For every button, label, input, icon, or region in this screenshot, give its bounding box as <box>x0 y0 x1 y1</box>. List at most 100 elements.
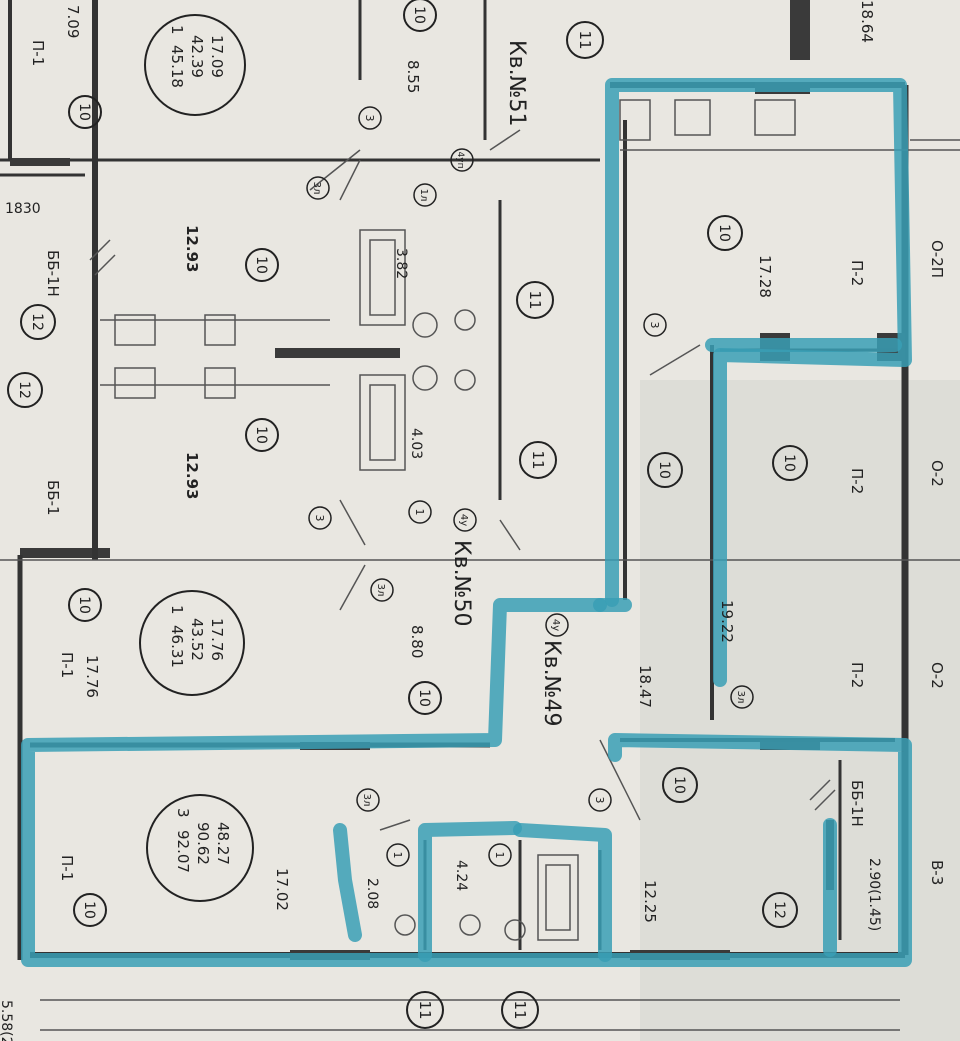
marker-label: 4уп <box>455 152 465 169</box>
marker-label: 10 <box>671 776 687 794</box>
room-area: 12.93 <box>183 225 201 272</box>
marker-label: 12 <box>771 901 787 919</box>
marker-label: 11 <box>576 30 594 49</box>
summary-total: 43.52 <box>188 618 206 661</box>
marker-circle <box>306 176 330 200</box>
marker-label: 10 <box>411 6 427 24</box>
marker-circle <box>245 418 279 452</box>
marker-circle <box>643 313 667 337</box>
bathtub-icon <box>537 854 579 941</box>
apartment-title-49: Кв.№49 <box>539 640 564 726</box>
room-area: 1830 <box>5 201 41 217</box>
summary-area: 46.31 <box>168 625 186 668</box>
marker-label: 11 <box>416 1000 434 1019</box>
stove-icon <box>114 367 156 399</box>
unit-summary-2: 1 17.76 43.52 46.31 <box>139 590 245 696</box>
marker-label: 4у <box>550 619 561 631</box>
marker-label: 10 <box>76 596 92 614</box>
panel-code: О-2 <box>928 662 946 689</box>
marker-circle <box>545 613 569 637</box>
marker-label: 10 <box>656 461 672 479</box>
panel-codes: П-1 П-1 П-1 П-2 П-2 П-2 О-2П О-2 О-2 ББ-… <box>29 40 946 885</box>
summary-circle <box>139 590 245 696</box>
summary-rooms: 3 <box>174 808 192 818</box>
panel-code: П-2 <box>848 260 866 286</box>
fridge-icon <box>619 99 651 141</box>
summary-total: 90.62 <box>194 822 212 865</box>
marker-circle <box>762 892 798 928</box>
summary-area: 45.18 <box>168 45 186 88</box>
marker-circle <box>647 452 683 488</box>
room-area: 17.02 <box>273 868 291 911</box>
marker-label: 10 <box>253 426 269 444</box>
marker-label: 1 <box>493 852 506 859</box>
marker-circle <box>516 281 554 319</box>
sink-icon <box>204 367 236 399</box>
marker-label: 12 <box>29 313 45 331</box>
marker-circle <box>662 767 698 803</box>
apartment-title-51: Кв.№51 <box>504 40 529 126</box>
panel-code: П-1 <box>29 40 47 66</box>
marker-circle <box>772 445 808 481</box>
marker-label: 10 <box>416 689 432 707</box>
marker-label: 3 <box>648 322 661 329</box>
marker-circle <box>588 788 612 812</box>
marker-circle <box>707 215 743 251</box>
summary-living: 17.09 <box>208 35 226 78</box>
room-area: 18.64 <box>858 0 876 43</box>
room-area: 8.80 <box>408 625 426 658</box>
marker-label: 3л <box>311 182 322 195</box>
marker-circle <box>356 788 380 812</box>
summary-area: 92.07 <box>174 830 192 873</box>
marker-circle <box>308 506 332 530</box>
summary-rooms: 1 <box>168 605 186 615</box>
marker-label: 3л <box>735 691 746 704</box>
marker-circle <box>68 95 102 129</box>
summary-circle <box>146 794 254 902</box>
toilet-icon <box>454 309 476 331</box>
marker-label: 1л <box>418 189 429 202</box>
marker-label: 10 <box>81 901 97 919</box>
marker-label: 3л <box>375 584 386 597</box>
room-area: 4.03 <box>408 428 424 459</box>
sink-icon <box>674 99 711 136</box>
room-area: 3.82 <box>393 248 409 279</box>
highlight-outline <box>21 78 912 967</box>
summary-circle <box>144 14 246 116</box>
marker-circle <box>519 441 557 479</box>
panel-code: ББ-1 <box>44 480 62 516</box>
room-area: 2.08 <box>364 878 380 909</box>
marker-circle <box>7 372 43 408</box>
circled-codes: 11 11 11 11 11 10 10 10 10 10 10 10 10 1… <box>7 0 808 1029</box>
toilet-icon <box>454 369 476 391</box>
panel-code: О-2П <box>928 240 946 278</box>
marker-label: 11 <box>526 290 544 309</box>
toilet-icon <box>504 919 526 941</box>
marker-label: 12 <box>16 381 32 399</box>
room-area: 17.76 <box>83 655 101 698</box>
bathtub-icon <box>359 229 406 326</box>
room-area: 17.28 <box>756 255 774 298</box>
marker-circle <box>68 588 102 622</box>
panel-code: П-2 <box>848 468 866 494</box>
marker-circle <box>566 21 604 59</box>
marker-circle <box>413 183 437 207</box>
summary-living: 48.27 <box>214 822 232 865</box>
marker-circle <box>386 843 410 867</box>
marker-circle <box>403 0 437 32</box>
marker-label: 10 <box>253 256 269 274</box>
marker-label: 1 <box>391 852 404 859</box>
toilet-icon <box>459 914 481 936</box>
room-area: 8.55 <box>404 60 422 93</box>
unit-summary-1: 1 17.09 42.39 45.18 <box>144 14 246 116</box>
marker-label: 11 <box>529 450 547 469</box>
marker-circle <box>73 893 107 927</box>
panel-code: О-2 <box>928 460 946 487</box>
marker-circle <box>730 685 754 709</box>
room-area: 12.93 <box>183 452 201 499</box>
summary-rooms: 1 <box>168 25 186 35</box>
summary-living: 17.76 <box>208 618 226 661</box>
toilet-icon <box>394 914 416 936</box>
marker-circle <box>245 248 279 282</box>
